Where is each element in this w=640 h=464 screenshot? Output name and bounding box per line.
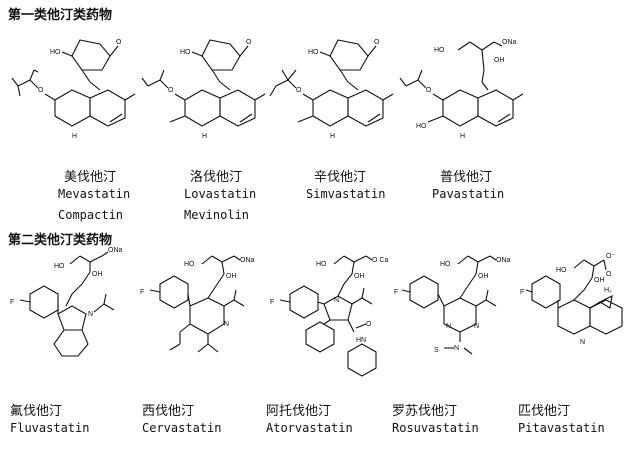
atom-label: OH <box>92 271 103 278</box>
atom-label: H <box>72 133 77 140</box>
atom-label: O <box>296 87 302 94</box>
atom-label: N <box>88 311 93 318</box>
atom-label: O <box>426 87 432 94</box>
atom-label: F <box>10 299 14 306</box>
atom-label: ONa <box>108 247 123 254</box>
atom-label: O <box>374 39 380 46</box>
drug-name-cn: 氟伐他汀 <box>10 404 63 419</box>
atom-label: O <box>606 271 612 278</box>
drug-name-cn: 洛伐他汀 <box>190 170 243 185</box>
drug-name-en: Cervastatin <box>142 421 222 435</box>
atom-label: H <box>330 133 335 140</box>
cerivastatin-structure: HO ONa OH N F <box>140 255 255 353</box>
drug-name-cn: 阿托伐他汀 <box>266 404 332 419</box>
atom-label: HO <box>440 261 451 268</box>
atom-label: N <box>580 339 585 346</box>
atom-label: F <box>394 289 398 296</box>
drug-name-cn: 匹伐他汀 <box>518 404 571 419</box>
atom-label: OH <box>226 273 237 280</box>
drug-name-cn: 辛伐他汀 <box>314 170 367 185</box>
fluvastatin-structure: ONa HO OH F N <box>10 247 123 357</box>
atorvastatin-structure: HO O Ca OH N F HN O <box>270 255 388 377</box>
atom-label: N <box>224 321 229 328</box>
atom-label: H <box>460 133 465 140</box>
atom-label: ONa <box>496 257 511 264</box>
drug-name-en: Rosuvastatin <box>392 421 479 435</box>
atom-label: HO <box>308 49 319 56</box>
atom-label: F <box>520 289 524 296</box>
lovastatin-structure: HO O O H <box>141 39 266 140</box>
atom-label: O <box>246 39 252 46</box>
atom-label: N <box>474 323 479 330</box>
atom-label: ONa <box>502 39 517 46</box>
atom-label: F <box>270 299 274 306</box>
atom-label: N <box>446 323 451 330</box>
atom-label: O <box>116 39 122 46</box>
atom-label: HO <box>434 47 445 54</box>
atom-label: OH <box>354 273 365 280</box>
atom-label: O <box>38 87 44 94</box>
atom-label: HO <box>416 123 427 130</box>
drug-name-cn: 西伐他汀 <box>142 404 195 419</box>
atom-label: OH <box>478 273 489 280</box>
atom-label: OH <box>494 57 505 64</box>
section-title-second: 第二类他汀类药物 <box>8 233 113 248</box>
rosuvastatin-structure: HO ONa OH N N F N S <box>394 255 511 355</box>
drug-name-alt: Mevinolin <box>184 208 250 222</box>
atom-label: HN <box>356 337 366 344</box>
drug-name-cn: 美伐他汀 <box>64 170 117 185</box>
drug-name-en: Mevastatin <box>58 187 131 201</box>
drug-name-en: Lovastatin <box>184 187 257 201</box>
atom-label: O Ca <box>372 257 388 264</box>
drug-name-en: Simvastatin <box>306 187 386 201</box>
atom-label: O⁻ <box>606 253 615 260</box>
simvastatin-structure: HO O O H <box>269 39 394 140</box>
drug-name-alt: Compactin <box>58 208 124 222</box>
pravastatin-structure: HO ONa OH HO O H <box>399 39 524 140</box>
atom-label: N <box>334 297 339 304</box>
drug-name-en: Pitavastatin <box>518 421 605 435</box>
mevastatin-structure: HO O O H <box>11 39 136 140</box>
atom-label: HO <box>316 261 327 268</box>
drug-name-en: Fluvastatin <box>10 421 90 435</box>
atom-label: HO <box>180 49 191 56</box>
atom-label: S <box>434 347 439 354</box>
atom-label: O <box>366 321 372 328</box>
atom-label: F <box>140 289 144 296</box>
atom-label: H₂ <box>604 287 612 294</box>
atom-label: OH <box>594 277 605 284</box>
pitavastatin-structure: HO O⁻ O OH F N H₂ <box>520 253 623 346</box>
section-title-first: 第一类他汀类药物 <box>8 8 113 23</box>
drug-name-en: Atorvastatin <box>266 421 353 435</box>
atom-label: ONa <box>240 257 255 264</box>
drug-name-en: Pavastatin <box>432 187 505 201</box>
atom-label: HO <box>54 263 65 270</box>
atom-label: O <box>168 87 174 94</box>
atom-label: HO <box>50 49 61 56</box>
atom-label: HO <box>556 267 567 274</box>
drug-name-cn: 普伐他汀 <box>440 170 493 185</box>
drug-name-cn: 罗苏伐他汀 <box>392 404 458 419</box>
atom-label: H <box>202 133 207 140</box>
atom-label: HO <box>184 261 195 268</box>
atom-label: N <box>454 345 459 352</box>
